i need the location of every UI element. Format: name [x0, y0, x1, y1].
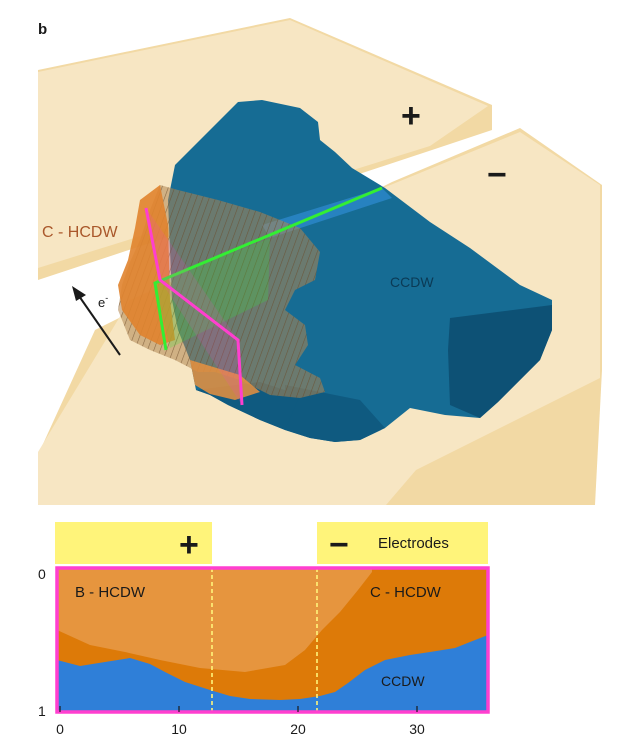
strip-positive-sign: + — [179, 526, 199, 564]
bhcdw-label: B - HCDW — [75, 584, 146, 601]
magenta-cut-line — [144, 207, 244, 406]
electron-label: e- — [98, 293, 108, 310]
x-tick-label: 30 — [409, 721, 425, 737]
strip-chdw-label: C - HCDW — [370, 584, 442, 601]
cross-section-strip: + − Electrodes B - HCDW C - HCDW CCDW 0 … — [38, 522, 490, 737]
ccdw-region — [57, 635, 488, 712]
positive-sign: + — [401, 97, 421, 135]
electron-symbol: e — [98, 295, 105, 310]
chdw-striped-surface — [118, 185, 325, 398]
chdw-label: C - HCDW — [42, 224, 118, 241]
green-cut-line — [153, 186, 383, 351]
electron-arrow-shaft — [78, 295, 121, 356]
strip-negative-sign: − — [329, 526, 349, 564]
x-tick-label: 10 — [171, 721, 187, 737]
positive-electrode-bar — [55, 522, 212, 564]
green-cut-plane — [153, 186, 383, 351]
diagram-3d: + − C - HCDW CCDW e- — [38, 18, 602, 505]
strip-body — [55, 566, 490, 714]
y-axis-bottom-label: 1 — [38, 703, 46, 719]
chdw-front-face — [118, 185, 175, 345]
negative-sign: − — [487, 156, 507, 194]
electron-arrow — [72, 286, 121, 356]
panel-label: b — [38, 21, 47, 38]
electron-charge: - — [105, 293, 108, 303]
green-plane-fill — [155, 238, 270, 348]
strip-ccdw-label: CCDW — [381, 673, 425, 689]
ccdw-label: CCDW — [390, 274, 434, 290]
magenta-cut-plane — [144, 207, 244, 406]
x-tick-label: 0 — [56, 721, 64, 737]
strip-frame — [55, 566, 490, 714]
electrodes-label: Electrodes — [378, 535, 449, 552]
electron-arrow-head — [72, 286, 86, 301]
ccdw-side-face — [285, 385, 385, 442]
negative-electrode-bar — [317, 522, 488, 564]
chdw-volume — [118, 185, 325, 400]
y-axis-top-label: 0 — [38, 566, 46, 582]
x-tick-label: 20 — [290, 721, 306, 737]
x-axis: 0 10 20 30 — [56, 706, 425, 737]
ccdw-side-face — [448, 305, 552, 418]
